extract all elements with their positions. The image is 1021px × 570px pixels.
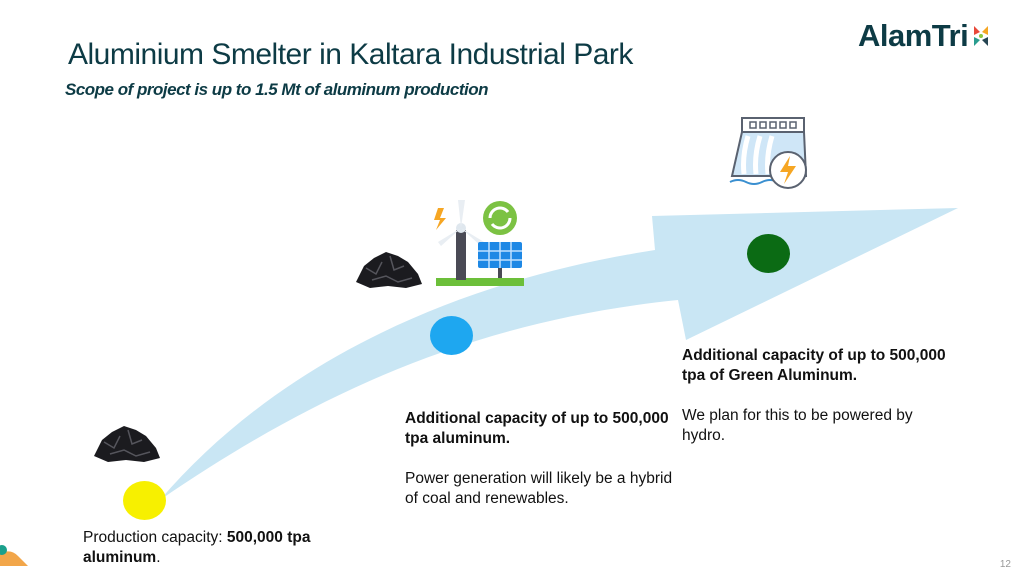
stage-2-heading: Additional capacity of up to 500,000 tpa…	[405, 410, 669, 447]
stage-3-body: We plan for this to be powered by hydro.	[682, 407, 913, 444]
stage-1-product: aluminum	[83, 549, 157, 566]
alamtri-logo: AlamTri	[858, 16, 992, 56]
stage-3-heading: Additional capacity of up to 500,000 tpa…	[682, 347, 946, 384]
stage-2-body: Power generation will likely be a hybrid…	[405, 470, 673, 507]
page-number: 12	[999, 559, 1011, 570]
stage-3-dot	[747, 234, 790, 273]
hydro-dam-icon	[729, 117, 808, 189]
coal-icon	[356, 252, 422, 288]
stage-1-dot	[123, 481, 166, 520]
stage-1-end: .	[156, 549, 161, 566]
stage-2-dot	[430, 316, 473, 355]
stage-1-prefix: Production capacity:	[83, 529, 227, 546]
stage-2-caption: Additional capacity of up to 500,000 tpa…	[405, 409, 675, 509]
wind-solar-icon	[434, 200, 524, 286]
corner-decoration	[0, 545, 28, 566]
logo-text: AlamTri	[858, 18, 969, 53]
coal-icon	[94, 426, 160, 462]
page-subtitle: Scope of project is up to 1.5 Mt of alum…	[65, 80, 489, 99]
stage-1-capacity: 500,000 tpa	[226, 529, 311, 546]
logo-mark-icon	[974, 26, 989, 46]
page-title: Aluminium Smelter in Kaltara Industrial …	[68, 38, 633, 71]
stage-1-caption: Production capacity: 500,000 tpa aluminum…	[83, 528, 373, 568]
stage-3-caption: Additional capacity of up to 500,000 tpa…	[682, 346, 957, 446]
